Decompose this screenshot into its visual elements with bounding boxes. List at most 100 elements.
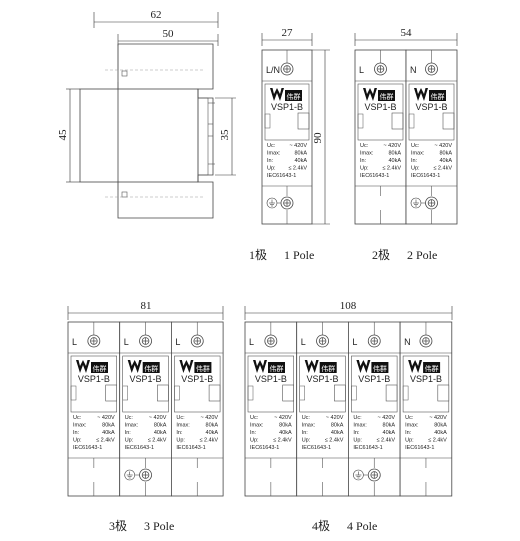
spec-value: ~ 420V (274, 415, 292, 421)
spec-value: ~ 420V (97, 415, 115, 421)
spec-label: In: (353, 430, 360, 436)
spec-label: Up: (125, 438, 134, 444)
spec-label: Imax: (411, 151, 425, 157)
standard-label: IEC61643-1 (302, 445, 331, 451)
spec-value: 40kA (439, 158, 452, 164)
model-label: VSP1-B (358, 374, 390, 384)
standard-label: IEC61643-1 (125, 445, 154, 451)
brand-logo: 伟群 (127, 360, 160, 373)
standard-label: IEC61643-1 (405, 445, 434, 451)
model-label: VSP1-B (130, 374, 162, 384)
model-label: VSP1-B (410, 374, 442, 384)
model-label: VSP1-B (181, 374, 213, 384)
spec-value: ≤ 2.4kV (199, 438, 218, 444)
spec-label: In: (267, 158, 274, 164)
dim-front-width: 50 (163, 28, 175, 40)
brand-logo: 伟群 (363, 88, 395, 101)
spec-value: 80kA (206, 423, 219, 429)
top-terminal-icon (87, 334, 101, 348)
pole1-caption-en: 1 Pole (284, 248, 314, 262)
brand-logo: 伟群 (270, 88, 302, 101)
brand-name: 伟群 (93, 364, 107, 373)
spec-label: Imax: (353, 423, 367, 429)
spec-value: ≤ 2.4kV (273, 438, 292, 444)
pole2-group: 54 2极 2 Pole (354, 27, 458, 262)
brand-logo: 伟群 (408, 360, 441, 373)
spec-value: ~ 420V (326, 415, 344, 421)
spec-value: 80kA (294, 151, 307, 157)
spec-value: 80kA (439, 151, 452, 157)
spec-label: In: (411, 158, 418, 164)
pole3-caption-en: 3 Pole (144, 519, 174, 533)
standard-label: IEC61643-1 (73, 445, 102, 451)
dim-rail-height: 35 (219, 129, 231, 141)
top-terminal-icon (367, 334, 381, 348)
spec-value: 40kA (294, 158, 307, 164)
standard-label: IEC61643-1 (411, 173, 440, 179)
spec-value: ~ 420V (378, 415, 396, 421)
top-terminal-icon (264, 334, 278, 348)
spec-label: In: (405, 430, 412, 436)
dim-pole3-width: 81 (141, 300, 152, 312)
brand-name: 伟群 (373, 364, 387, 373)
spec-label: Up: (302, 438, 311, 444)
spec-value: ≤ 2.4kV (148, 438, 167, 444)
spec-label: Uc: (360, 143, 369, 149)
model-label: VSP1-B (307, 374, 339, 384)
model-label: VSP1-B (364, 102, 396, 112)
spec-label: Up: (353, 438, 362, 444)
brand-logo: 伟群 (253, 360, 285, 373)
spec-label: In: (360, 158, 367, 164)
spec-label: Up: (73, 438, 82, 444)
top-terminal-icon (425, 62, 438, 76)
top-terminal-icon (316, 334, 329, 348)
spec-label: In: (125, 430, 132, 436)
brand-name: 伟群 (196, 364, 210, 373)
top-terminal-icon (280, 62, 294, 76)
spec-label: Uc: (73, 415, 82, 421)
terminal-label: L (175, 337, 180, 347)
spec-label: Imax: (267, 151, 281, 157)
spec-label: Up: (176, 438, 185, 444)
dim-pole2-width: 54 (401, 27, 413, 39)
spec-label: In: (302, 430, 309, 436)
dim-overall-width: 62 (151, 9, 162, 21)
spec-label: Uc: (267, 143, 276, 149)
spec-value: 40kA (279, 430, 292, 436)
pole3-group: 81 3极 3 Pole (67, 300, 224, 533)
spec-label: Uc: (411, 143, 420, 149)
spec-value: ~ 420V (429, 415, 447, 421)
spec-label: Up: (411, 166, 420, 172)
model-label: VSP1-B (255, 374, 287, 384)
terminal-label: L (359, 65, 364, 75)
spec-value: 40kA (388, 158, 401, 164)
brand-name: 伟群 (425, 364, 439, 373)
spec-value: ≤ 2.4kV (325, 438, 344, 444)
brand-name: 伟群 (380, 92, 394, 101)
spec-label: Uc: (302, 415, 311, 421)
spec-label: Imax: (125, 423, 139, 429)
spec-value: ≤ 2.4kV (288, 166, 307, 172)
spec-label: In: (176, 430, 183, 436)
pole3-caption-cn: 3极 (109, 519, 127, 533)
spec-label: Uc: (176, 415, 185, 421)
spec-value: 40kA (434, 430, 447, 436)
spec-value: ≤ 2.4kV (96, 438, 115, 444)
brand-name: 伟群 (287, 92, 301, 101)
dim-height: 45 (57, 129, 69, 141)
pole1-group: 27 90 1极 1 Pole (249, 27, 330, 262)
standard-label: IEC61643-1 (353, 445, 382, 451)
spec-label: Up: (360, 166, 369, 172)
spec-value: ~ 420V (434, 143, 452, 149)
spec-label: Imax: (176, 423, 190, 429)
brand-logo: 伟群 (304, 360, 337, 373)
spec-value: 40kA (154, 430, 167, 436)
spec-value: 80kA (434, 423, 447, 429)
pole4-caption-en: 4 Pole (347, 519, 377, 533)
